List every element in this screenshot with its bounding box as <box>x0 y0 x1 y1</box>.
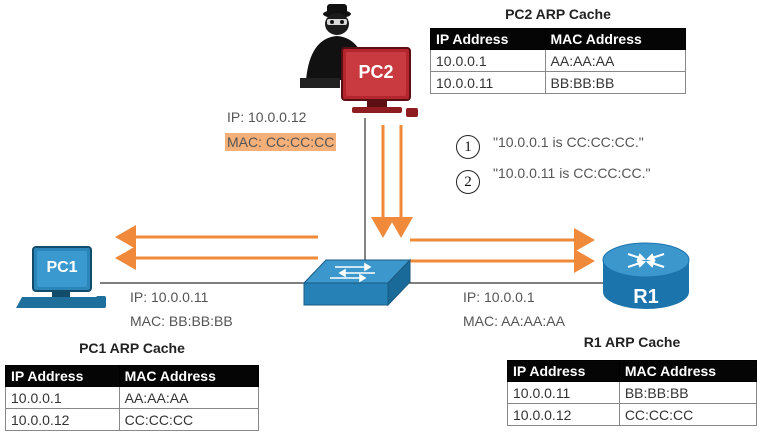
table-cell: 10.0.0.12 <box>5 408 120 431</box>
router-icon <box>602 242 690 309</box>
table-header-row: IP Address MAC Address <box>507 360 758 382</box>
table-cell: BB:BB:BB <box>618 381 758 404</box>
switch-icon <box>302 258 412 307</box>
pc2-mac-label: MAC: CC:CC:CC <box>225 133 337 151</box>
spoof-message-1: "10.0.0.1 is CC:CC:CC." <box>493 134 644 150</box>
table-cell: BB:BB:BB <box>544 71 687 94</box>
pc2-mac-highlight: MAC: CC:CC:CC <box>225 133 337 151</box>
pc1-ip-label: IP: 10.0.0.11 <box>130 289 209 305</box>
column-header: MAC Address <box>544 28 687 50</box>
table-header-row: IP Address MAC Address <box>430 28 687 50</box>
pc-icon <box>341 47 418 117</box>
step-number-2: 2 <box>456 170 480 194</box>
pc2-cache-title: PC2 ARP Cache <box>505 6 611 22</box>
pc-icon <box>16 246 106 308</box>
pc1-mac-label: MAC: BB:BB:BB <box>130 313 233 329</box>
pc2-ip-label: IP: 10.0.0.12 <box>227 109 307 125</box>
table-cell: CC:CC:CC <box>618 403 758 426</box>
table-cell: 10.0.0.1 <box>430 49 546 72</box>
table-cell: AA:AA:AA <box>118 386 260 409</box>
step-number-1: 1 <box>456 135 480 159</box>
table-row: 10.0.0.12 CC:CC:CC <box>5 408 260 431</box>
pc1-cache-title: PC1 ARP Cache <box>79 340 185 356</box>
pc2-arp-table: IP Address MAC Address 10.0.0.1 AA:AA:AA… <box>430 28 687 94</box>
table-cell: 10.0.0.11 <box>507 381 620 404</box>
r1-ip-label: IP: 10.0.0.1 <box>463 289 535 305</box>
pc1-arp-table: IP Address MAC Address 10.0.0.1 AA:AA:AA… <box>5 365 260 431</box>
pc1-name: PC1 <box>46 259 78 276</box>
table-row: 10.0.0.1 AA:AA:AA <box>430 49 687 72</box>
table-row: 10.0.0.1 AA:AA:AA <box>5 386 260 409</box>
table-cell: 10.0.0.11 <box>430 71 546 94</box>
r1-name: R1 <box>633 286 659 308</box>
column-header: IP Address <box>5 365 120 387</box>
spoof-arrows <box>115 125 595 273</box>
table-cell: 10.0.0.1 <box>5 386 120 409</box>
table-cell: AA:AA:AA <box>544 49 687 72</box>
r1-mac-label: MAC: AA:AA:AA <box>463 313 565 329</box>
column-header: MAC Address <box>618 360 758 382</box>
column-header: IP Address <box>507 360 620 382</box>
pc2-name: PC2 <box>358 62 394 82</box>
column-header: MAC Address <box>118 365 260 387</box>
table-row: 10.0.0.11 BB:BB:BB <box>430 71 687 94</box>
table-header-row: IP Address MAC Address <box>5 365 260 387</box>
network-links <box>100 118 605 284</box>
table-cell: CC:CC:CC <box>118 408 260 431</box>
table-row: 10.0.0.12 CC:CC:CC <box>507 403 758 426</box>
r1-arp-table: IP Address MAC Address 10.0.0.11 BB:BB:B… <box>507 360 758 426</box>
table-cell: 10.0.0.12 <box>507 403 620 426</box>
table-row: 10.0.0.11 BB:BB:BB <box>507 381 758 404</box>
spoof-message-2: "10.0.0.11 is CC:CC:CC." <box>493 165 651 181</box>
r1-cache-title: R1 ARP Cache <box>583 334 681 350</box>
column-header: IP Address <box>430 28 546 50</box>
